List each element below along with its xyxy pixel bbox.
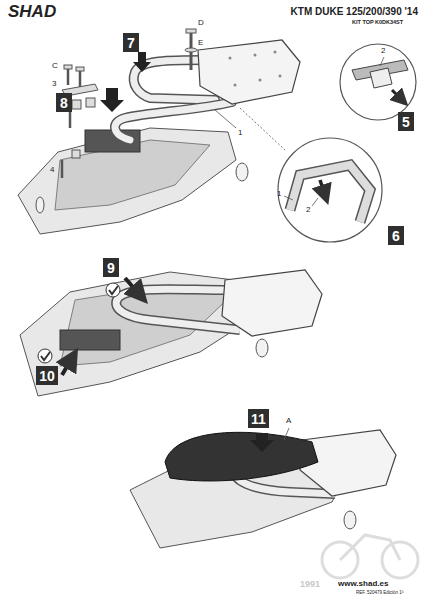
part-letter: E (198, 39, 203, 47)
turn-signal (256, 339, 268, 357)
part-letter: A (286, 417, 291, 425)
watermark: 1991 (300, 580, 320, 589)
detail-inset (278, 138, 382, 242)
part-number: 1 (277, 190, 281, 198)
step-number: 6 (388, 226, 404, 245)
leader-line (284, 196, 293, 200)
inset-tube (290, 165, 370, 222)
plate-holes (229, 51, 282, 87)
rack-plate (198, 40, 300, 104)
part-letter: D (198, 19, 204, 27)
step-number-text: 7 (127, 36, 135, 50)
part-number: 4 (50, 166, 54, 174)
turn-signal (236, 163, 248, 181)
leader-line (380, 57, 384, 66)
step-number: 7 (123, 33, 139, 52)
model-title: KTM DUKE 125/200/390 '14 (291, 7, 418, 17)
detail-inset (340, 44, 416, 120)
step-number-text: 9 (107, 261, 115, 275)
step-number: 8 (56, 93, 72, 112)
step-number: 11 (248, 409, 269, 428)
part-number: 2 (381, 47, 385, 55)
watermark-logo (322, 535, 418, 578)
leader-line (240, 108, 285, 150)
brand-logo: SHAD (8, 3, 56, 20)
reference-note: REF. 520479 Edición 1ª (356, 591, 403, 596)
check-mark (38, 283, 120, 363)
step-number-text: 8 (60, 96, 68, 110)
step-arrow (392, 90, 402, 100)
part-letter: C (52, 62, 58, 70)
leader-line (284, 428, 289, 440)
step-number-text: 5 (402, 115, 410, 129)
step-arrow (100, 88, 124, 112)
step-arrow (320, 180, 325, 195)
step-number: 5 (398, 112, 414, 131)
step-number: 10 (36, 366, 58, 385)
step-arrow (133, 52, 151, 72)
rack-tubes (116, 289, 240, 330)
turn-signal (344, 511, 356, 529)
step-arrow (250, 433, 274, 452)
turn-signal (36, 197, 44, 213)
rack-plate (222, 270, 322, 336)
step-arrow (125, 278, 140, 295)
leader-line (215, 110, 236, 128)
bolt-d (185, 29, 197, 70)
part-number: 3 (52, 80, 56, 88)
step-number-text: 10 (39, 369, 55, 383)
step-number-text: 11 (251, 412, 266, 426)
step-number: 9 (103, 258, 119, 277)
website: www.shad.es (338, 580, 388, 588)
clip-part (370, 68, 392, 88)
seat (165, 432, 318, 481)
part-number: 2 (306, 206, 310, 214)
step-number-text: 6 (392, 229, 400, 243)
kit-code: KIT TOP K0DK34ST (352, 20, 403, 26)
bolts-c (62, 65, 98, 178)
part-number: 1 (238, 129, 242, 137)
step-arrow (62, 358, 72, 375)
mount-block (60, 330, 120, 350)
leader-line (312, 198, 318, 206)
